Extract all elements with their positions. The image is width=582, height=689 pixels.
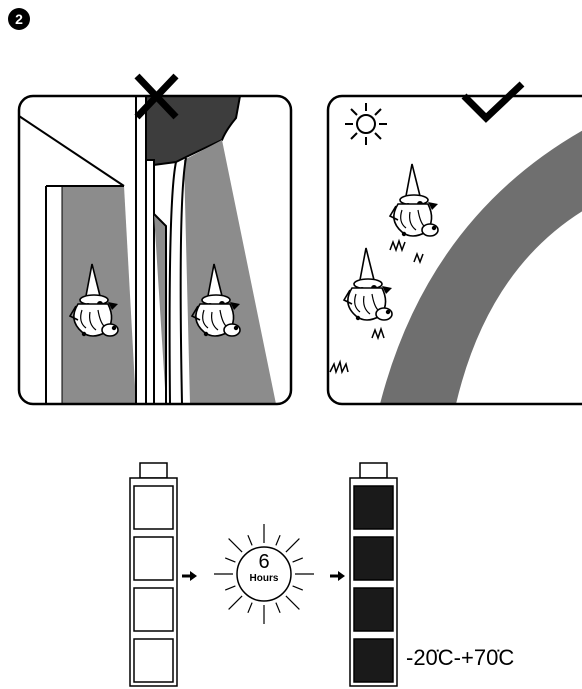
sun-ray: [224, 557, 236, 563]
arrow-right-icon: [330, 571, 345, 581]
check-mark-icon: [461, 81, 525, 123]
charging-hours-label: Hours: [249, 573, 279, 584]
sun-ray: [285, 595, 300, 610]
cross-mark-icon: [134, 73, 179, 120]
sun-ray: [275, 534, 281, 546]
sun-ray: [275, 602, 281, 614]
sun-ray: [228, 595, 243, 610]
sun-ray: [224, 585, 236, 591]
sun-ray: [292, 585, 304, 591]
sun-ray: [247, 602, 253, 614]
charging-hours-value: 6: [258, 551, 270, 573]
correct-placement-panel: [326, 94, 582, 406]
sun-ray: [247, 534, 253, 546]
sun-icon: [345, 103, 387, 145]
sun-charging-icon: [214, 524, 314, 624]
battery-full-icon: [349, 462, 398, 687]
sun-ray: [228, 538, 243, 553]
sun-ray: [292, 557, 304, 563]
sun-ray: [285, 538, 300, 553]
battery-empty-icon: [129, 462, 178, 687]
step-number-badge: 2: [8, 8, 30, 30]
wrong-placement-panel: [17, 94, 293, 406]
temperature-range: -20̇C-+70̇C: [406, 645, 515, 670]
arrow-right-icon: [182, 571, 197, 581]
